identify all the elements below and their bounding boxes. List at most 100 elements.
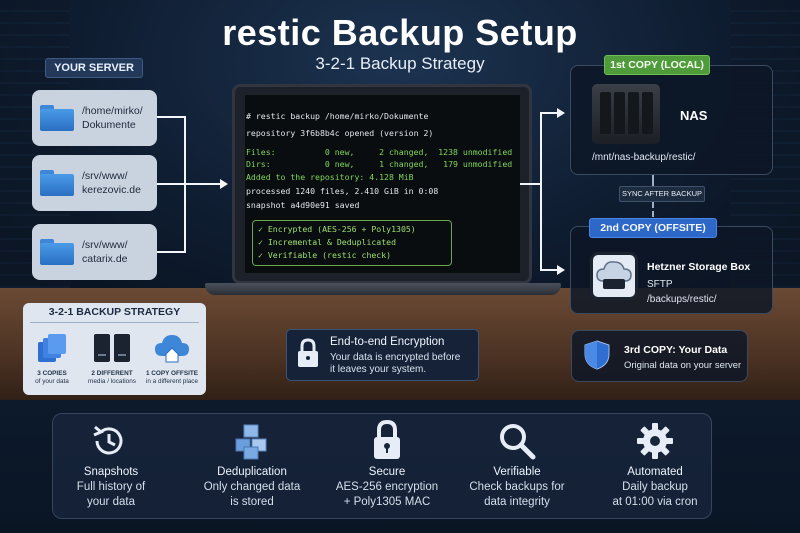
strategy-item-title: 2 DIFFERENT bbox=[91, 370, 133, 377]
laptop bbox=[232, 84, 532, 284]
lock-icon bbox=[374, 419, 400, 459]
terminal-processed-line: processed 1240 files, 2.410 GiB in 0:08 bbox=[246, 186, 439, 196]
terminal-files-line: Files: 0 new, 2 changed, 1238 unmodified bbox=[246, 147, 513, 157]
terminal-repo-line: repository 3f6b8b4c opened (version 2) bbox=[246, 128, 434, 138]
terminal-snapshot-line: snapshot a4d90e91 saved bbox=[246, 200, 360, 210]
strategy-item-desc: media / locations bbox=[88, 378, 136, 385]
feature-desc: your data bbox=[87, 496, 135, 508]
drives-icon bbox=[94, 334, 130, 362]
storage-box-name: Hetzner Storage Box bbox=[647, 261, 751, 273]
path-line-2: catarix.de bbox=[82, 253, 128, 265]
check-label: Incremental & Deduplicated bbox=[267, 237, 397, 247]
encryption-desc-line2: it leaves your system. bbox=[330, 364, 427, 375]
nas-icon bbox=[592, 84, 660, 144]
server-path-card: /srv/www/ kerezovic.de bbox=[32, 155, 157, 211]
feature-desc: Full history of bbox=[76, 481, 146, 493]
storage-box-protocol: SFTP bbox=[647, 279, 673, 290]
path-line-2: Dokumente bbox=[82, 119, 136, 131]
folder-icon bbox=[40, 170, 74, 196]
feature-title: Automated bbox=[627, 466, 683, 478]
connector-line bbox=[540, 269, 558, 271]
connector-line bbox=[540, 112, 558, 114]
feature-desc: Daily backup bbox=[622, 481, 688, 493]
server-path-card: /srv/www/ catarix.de bbox=[32, 224, 157, 280]
feature-desc: data integrity bbox=[484, 496, 550, 508]
lock-icon bbox=[298, 338, 318, 367]
nas-path: /mnt/nas-backup/restic/ bbox=[592, 152, 696, 163]
copies-icon bbox=[38, 334, 66, 362]
server-path-text: /srv/www/ kerezovic.de bbox=[82, 169, 141, 197]
feature-title: Deduplication bbox=[217, 466, 287, 478]
offsite-copy-tag: 2nd COPY (OFFSITE) bbox=[589, 218, 717, 238]
terminal-dirs-line: Dirs: 0 new, 1 changed, 179 unmodified bbox=[246, 159, 513, 169]
strategy-item-title: 1 COPY OFFSITE bbox=[145, 370, 199, 377]
feature-item: Verifiable Check backups for data integr… bbox=[451, 465, 583, 510]
connector-line bbox=[157, 183, 185, 185]
storage-box-path: /backups/restic/ bbox=[647, 294, 717, 305]
check-item: ✓ Encrypted (AES-256 + Poly1305) bbox=[258, 224, 416, 234]
feature-desc: + Poly1305 MAC bbox=[343, 496, 431, 508]
path-line-1: /home/mirko/ bbox=[82, 105, 143, 117]
path-line-1: /srv/www/ bbox=[82, 170, 128, 182]
cloud-home-icon bbox=[155, 335, 189, 363]
check-label: Verifiable (restic check) bbox=[267, 250, 392, 260]
encryption-card bbox=[286, 329, 479, 381]
feature-title: Verifiable bbox=[493, 466, 541, 478]
arrow-right-icon bbox=[557, 108, 565, 118]
server-path-text: /srv/www/ catarix.de bbox=[82, 238, 128, 266]
path-line-2: kerezovic.de bbox=[82, 184, 141, 196]
your-server-label: YOUR SERVER bbox=[45, 58, 143, 78]
check-item: ✓ Verifiable (restic check) bbox=[258, 250, 391, 260]
laptop-base bbox=[205, 283, 561, 295]
original-copy-panel bbox=[571, 330, 748, 382]
cubes-icon bbox=[235, 424, 267, 460]
magnifier-icon bbox=[500, 424, 536, 460]
check-icon: ✓ bbox=[258, 250, 268, 260]
folder-icon bbox=[40, 105, 74, 131]
strategy-item-title: 3 COPIES bbox=[37, 370, 67, 377]
check-label: Encrypted (AES-256 + Poly1305) bbox=[267, 224, 416, 234]
cloud-icon bbox=[596, 261, 632, 289]
gear-icon bbox=[637, 423, 673, 459]
feature-item: Snapshots Full history of your data bbox=[45, 465, 177, 510]
path-line-1: /srv/www/ bbox=[82, 239, 128, 251]
connector-line bbox=[184, 183, 222, 185]
original-copy-title: 3rd COPY: Your Data bbox=[624, 344, 728, 356]
page-subtitle: 3-2-1 Backup Strategy bbox=[315, 54, 485, 73]
features-panel bbox=[52, 413, 712, 519]
strategy-item-desc: in a different place bbox=[145, 378, 199, 385]
arrow-right-icon bbox=[557, 265, 565, 275]
page-title: restic Backup Setup bbox=[222, 12, 578, 53]
feature-desc: Check backups for bbox=[469, 481, 565, 493]
features-checklist bbox=[252, 220, 452, 266]
server-path-card: /home/mirko/ Dokumente bbox=[32, 90, 157, 146]
sync-dashed-line bbox=[652, 175, 654, 186]
server-path-text: /home/mirko/ Dokumente bbox=[82, 104, 143, 132]
connector-line bbox=[157, 116, 185, 118]
feature-desc: at 01:00 via cron bbox=[612, 496, 698, 508]
feature-desc: Only changed data bbox=[203, 481, 301, 493]
original-copy-desc: Original data on your server bbox=[624, 360, 742, 371]
feature-item: Automated Daily backup at 01:00 via cron bbox=[589, 465, 721, 510]
check-icon: ✓ bbox=[258, 237, 268, 247]
local-copy-tag: 1st COPY (LOCAL) bbox=[604, 55, 710, 75]
connector-line bbox=[157, 251, 185, 253]
feature-desc: AES-256 encryption bbox=[335, 481, 439, 493]
terminal-screen bbox=[245, 95, 520, 273]
check-item: ✓ Incremental & Deduplicated bbox=[258, 237, 396, 247]
feature-item: Secure AES-256 encryption + Poly1305 MAC bbox=[321, 465, 453, 510]
divider bbox=[30, 322, 199, 323]
history-icon bbox=[93, 425, 123, 455]
feature-desc: is stored bbox=[230, 496, 274, 508]
check-icon: ✓ bbox=[258, 224, 268, 234]
encryption-title: End-to-end Encryption bbox=[330, 336, 445, 348]
storage-box-icon bbox=[590, 252, 638, 300]
folder-icon bbox=[40, 239, 74, 265]
terminal-command: # restic backup /home/mirko/Dokumente bbox=[246, 111, 429, 121]
shield-icon bbox=[584, 340, 610, 370]
strategy-item-desc: of your data bbox=[35, 378, 69, 385]
strategy-title: 3-2-1 BACKUP STRATEGY bbox=[48, 306, 181, 318]
encryption-desc-line1: Your data is encrypted before bbox=[330, 352, 461, 363]
